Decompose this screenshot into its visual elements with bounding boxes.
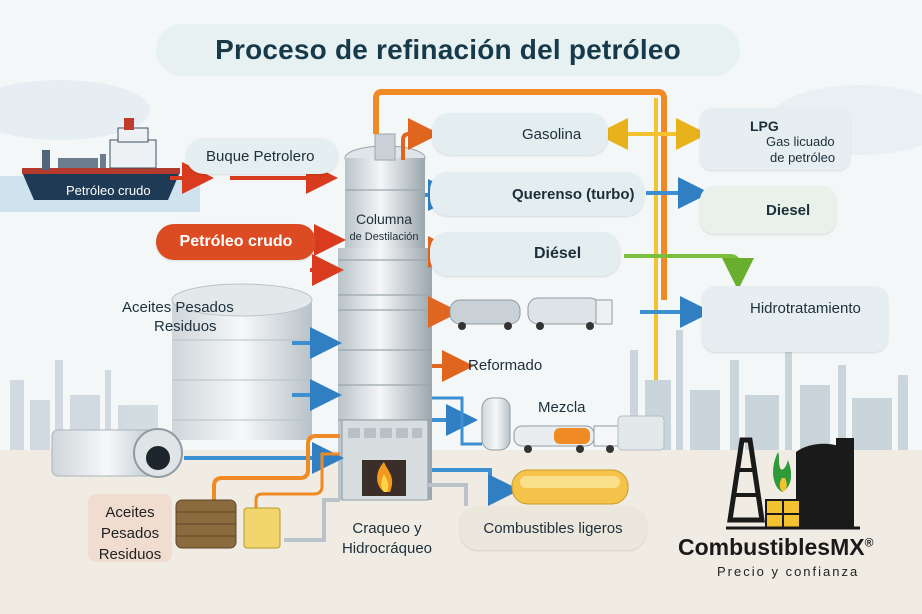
product-querenso: Querenso (turbo) xyxy=(430,172,644,216)
diesel-right-text: Diesel xyxy=(766,201,811,219)
product-diesel-text: Diésel xyxy=(534,245,582,262)
ship-label-text: Buque Petrolero xyxy=(206,147,315,165)
heavy-oils-top: Aceites Pesados Residuos xyxy=(122,298,234,336)
product-diesel: Diésel xyxy=(430,232,620,276)
cracking-line1: Craqueo y xyxy=(352,520,422,537)
brand-tagline: Precio y confianza xyxy=(717,564,860,579)
cracking-line2: Hidrocráqueo xyxy=(341,540,433,557)
ship-hull-text: Petróleo crudo xyxy=(66,183,151,198)
lpg-line1: Gas licuado xyxy=(766,134,835,149)
brand-name: CombustiblesMX® xyxy=(678,534,873,561)
product-mezcla: Mezcla xyxy=(538,399,586,416)
column-label-line1: Columna xyxy=(355,211,413,227)
crude-oil-label: Petróleo crudo xyxy=(156,224,316,260)
column-label-line2: de Destilación xyxy=(349,231,419,243)
product-combustibles-ligeros-text: Combustibles ligeros xyxy=(483,519,623,537)
product-combustibles-ligeros: Combustibles ligeros xyxy=(460,506,646,550)
heavy-oils-bottom-line3: Residuos xyxy=(98,546,162,563)
heavy-oils-bottom-line2: Pesados xyxy=(100,525,160,542)
ship-label: Buque Petrolero xyxy=(186,138,338,174)
brand-logo-drawing xyxy=(726,437,860,530)
brand-suffix: MX xyxy=(830,534,865,560)
lpg-line2: de petróleo xyxy=(770,150,836,165)
page-title: Proceso de refinación del petróleo xyxy=(156,24,740,76)
column-label: Columna de Destilación xyxy=(340,210,428,246)
heavy-oils-bottom: Aceites Pesados Residuos xyxy=(88,494,172,563)
lpg-box: LPG Gas licuado de petróleo xyxy=(700,108,850,170)
tanker-ship xyxy=(22,118,180,200)
cracking-label: Craqueo y Hidrocráqueo xyxy=(326,519,448,559)
distillation-column xyxy=(338,133,432,501)
lpg-title: LPG xyxy=(750,118,779,134)
blend-tank-drawing xyxy=(481,397,621,453)
hidrotratamiento-text: Hidrotratamiento xyxy=(750,299,861,317)
heavy-oils-bottom-line1: Aceites xyxy=(105,504,155,521)
tank-cars-drawing xyxy=(449,297,613,330)
brand-name-text: Combustibles xyxy=(678,534,831,560)
product-reformado: Reformado xyxy=(468,357,543,374)
hidrotratamiento-box: Hidrotratamiento xyxy=(702,286,888,352)
crude-oil-text: Petróleo crudo xyxy=(179,233,293,250)
heavy-oils-top-line2: Residuos xyxy=(154,318,217,335)
heavy-oils-top-line1: Aceites Pesados xyxy=(122,299,234,316)
product-gasolina-text: Gasolina xyxy=(522,125,582,143)
diesel-right-box: Diesel xyxy=(700,186,836,234)
brand-registered-mark: ® xyxy=(864,535,874,550)
product-gasolina: Gasolina xyxy=(432,113,608,155)
product-querenso-text: Querenso (turbo) xyxy=(512,185,635,203)
